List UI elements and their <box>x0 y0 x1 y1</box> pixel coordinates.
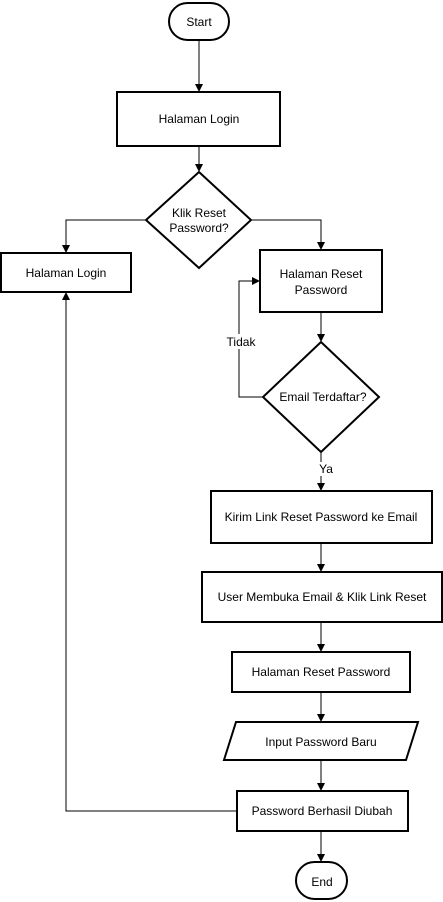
arrowhead <box>317 714 325 722</box>
open-email-label: User Membuka Email & Klik Link Reset <box>218 590 427 604</box>
arrowhead <box>62 292 70 300</box>
email-decision-label: Email Terdaftar? <box>279 390 366 404</box>
login-page-left-process <box>0 252 132 293</box>
edge-decision-to-reset-page <box>251 219 322 243</box>
reset-page-label-line-1: Halaman Reset <box>280 267 363 281</box>
arrowhead <box>317 564 325 572</box>
login-page-left-label: Halaman Login <box>26 266 107 280</box>
reset-page-2-label: Halaman Reset Password <box>252 665 391 679</box>
send-link-label: Kirim Link Reset Password ke Email <box>225 510 418 524</box>
login-page-process <box>116 91 281 147</box>
reset-page-2-process <box>231 651 411 693</box>
input-password-io <box>222 721 420 761</box>
reset-decision-label-line-2: Password? <box>169 221 229 235</box>
end-label: End <box>311 875 332 889</box>
email-decision <box>261 340 381 454</box>
arrowhead <box>317 644 325 652</box>
edge-label-no: Tidak <box>227 335 257 349</box>
edge-decision-to-login-left <box>65 219 146 246</box>
end-terminal <box>295 861 348 900</box>
arrowhead <box>317 854 325 862</box>
arrowhead <box>62 245 70 253</box>
arrowhead <box>317 242 325 250</box>
start-terminal <box>168 2 230 41</box>
start-label: Start <box>186 15 212 29</box>
input-password-label: Input Password Baru <box>265 735 376 749</box>
send-link-process <box>210 490 433 544</box>
arrowhead <box>195 164 203 172</box>
edge-label-yes: Ya <box>319 462 333 476</box>
success-label: Password Berhasil Diubah <box>252 804 393 818</box>
reset-decision <box>144 170 253 270</box>
label-background <box>225 334 257 349</box>
success-process <box>236 790 409 832</box>
login-page-label: Halaman Login <box>159 112 240 126</box>
reset-page-label-line-2: Password <box>295 283 348 297</box>
label-background <box>314 462 330 476</box>
edge-success-to-login <box>65 298 237 812</box>
arrowhead <box>317 783 325 791</box>
arrowhead <box>252 277 260 285</box>
reset-page-process <box>259 249 383 313</box>
arrowhead <box>195 84 203 92</box>
arrowhead <box>317 334 325 342</box>
arrowhead <box>317 483 325 491</box>
reset-decision-label-line-1: Klik Reset <box>172 206 227 220</box>
open-email-process <box>201 571 443 623</box>
